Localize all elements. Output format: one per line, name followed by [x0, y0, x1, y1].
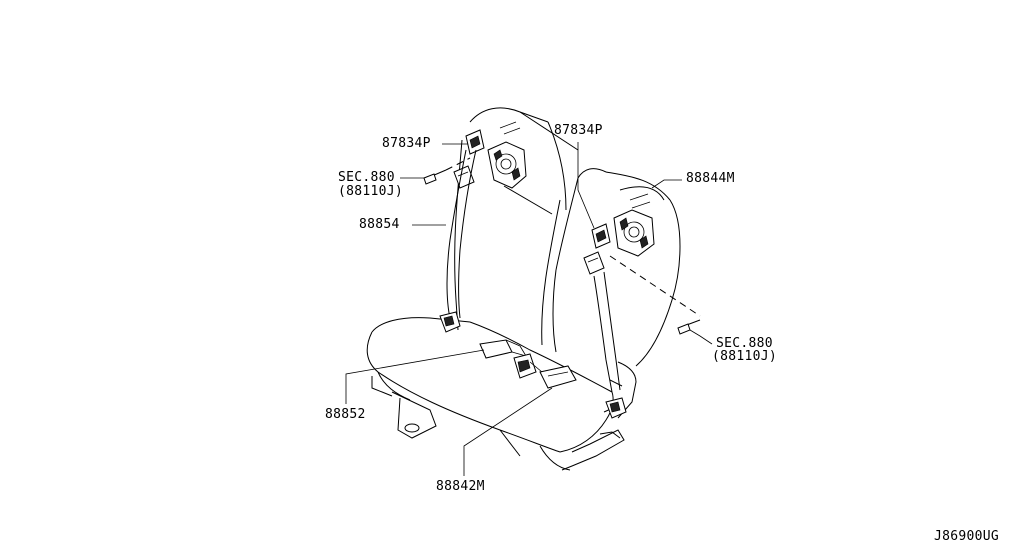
- callout-88844m: 88844M: [686, 171, 735, 186]
- bolt-right: [677, 319, 701, 335]
- left-belt-webbing: [439, 149, 477, 333]
- right-seat-back: [552, 168, 681, 367]
- callout-87834p-right: 87834P: [554, 123, 603, 138]
- left-seat-back: [454, 107, 579, 346]
- callout-88854: 88854: [359, 217, 400, 232]
- callout-sec880-right: SEC.880: [716, 336, 773, 351]
- callout-sec880-left: SEC.880: [338, 170, 395, 185]
- callout-87834p-left: 87834P: [382, 136, 431, 151]
- callout-sec880-right-sub: (88110J): [712, 349, 778, 364]
- figure-code: J86900UG: [934, 529, 1000, 544]
- callout-88842m: 88842M: [436, 479, 485, 494]
- leader-lines: [345, 142, 713, 476]
- seat-cushion: [366, 317, 614, 471]
- buckle-88842m: [513, 353, 577, 389]
- callout-88852: 88852: [325, 407, 366, 422]
- callout-sec880-left-sub: (88110J): [338, 184, 404, 199]
- buckle-88852: [479, 339, 527, 359]
- bolt-left: [423, 169, 447, 185]
- right-belt-webbing: [593, 271, 627, 419]
- mount-dash-left: [445, 157, 471, 171]
- mount-dash-right: [609, 255, 701, 317]
- right-retractor-assembly: [583, 193, 655, 275]
- left-retractor-assembly: [453, 121, 527, 189]
- seat-frame: [371, 361, 637, 471]
